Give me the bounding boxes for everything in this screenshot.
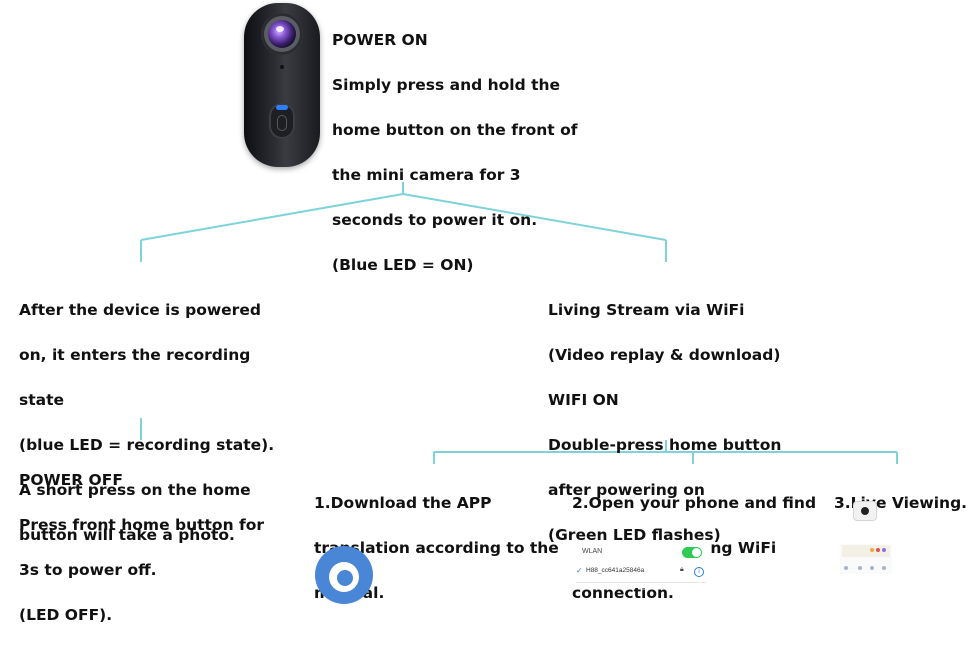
recording-line: state	[19, 389, 274, 412]
power-on-line: the mini camera for 3	[332, 164, 577, 187]
step1-line: 1.Download the APP	[314, 492, 559, 515]
power-off-line: 3s to power off.	[19, 559, 264, 582]
power-off-heading: POWER OFF	[19, 469, 264, 492]
wifi-settings-screenshot: WLAN ✓ H88_cc641a25846a 🔒︎ i	[570, 540, 710, 588]
power-on-line: seconds to power it on.	[332, 209, 577, 232]
wifi-line: Living Stream via WiFi	[548, 299, 781, 322]
wifi-line: (Video replay & download)	[548, 344, 781, 367]
power-on-text: POWER ON Simply press and hold the home …	[332, 6, 577, 299]
camera-app-icon	[854, 502, 876, 520]
power-off-line: (LED OFF).	[19, 604, 264, 627]
wifi-ssid: H88_cc641a25846a	[586, 567, 644, 574]
lock-icon: 🔒︎	[680, 566, 684, 574]
app-logo-icon	[315, 546, 373, 604]
info-icon: i	[694, 567, 704, 577]
recording-line: After the device is powered	[19, 299, 274, 322]
wifi-on-heading: WIFI ON	[548, 389, 781, 412]
mini-camera-image	[244, 3, 320, 167]
blue-led-indicator	[276, 105, 288, 110]
power-on-heading: POWER ON	[332, 29, 577, 52]
recording-line: on, it enters the recording	[19, 344, 274, 367]
camera-sensor-dot	[280, 65, 284, 69]
wifi-toggle-icon	[682, 547, 702, 558]
wlan-label: WLAN	[582, 548, 602, 555]
camera-home-button	[269, 103, 295, 139]
camera-lens	[261, 13, 303, 55]
power-on-line: Simply press and hold the	[332, 74, 577, 97]
power-on-line: home button on the front of	[332, 119, 577, 142]
divider	[576, 582, 706, 583]
wifi-line: Double-press home button	[548, 434, 781, 457]
power-off-line: Press front home button for	[19, 514, 264, 537]
step2-line: 2.Open your phone and find	[572, 492, 816, 515]
power-off-text: POWER OFF Press front home button for 3s…	[19, 446, 264, 649]
power-on-line: (Blue LED = ON)	[332, 254, 577, 277]
live-view-screenshot	[840, 544, 892, 574]
wifi-network-row: ✓ H88_cc641a25846a 🔒︎ i	[576, 566, 706, 578]
check-icon: ✓	[576, 566, 583, 575]
